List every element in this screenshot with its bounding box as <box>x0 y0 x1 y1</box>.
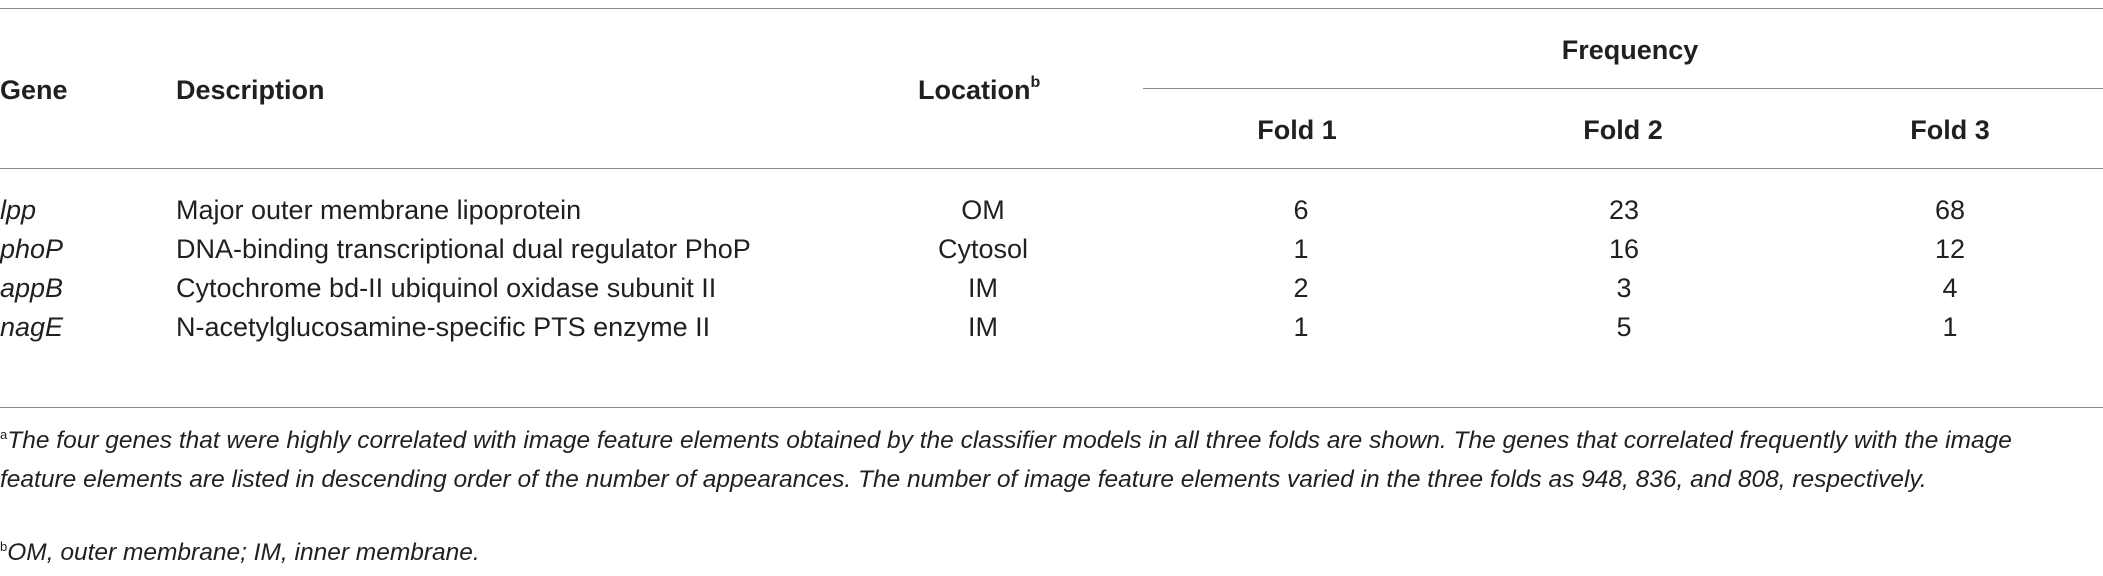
table-bottom-rule <box>0 407 2103 408</box>
cell-gene: phoP <box>0 234 64 264</box>
header-location-footnote-mark: b <box>1030 74 1041 91</box>
footnote-b: bOM, outer membrane; IM, inner membrane. <box>0 533 2090 572</box>
cell-description: N-acetylglucosamine-specific PTS enzyme … <box>176 312 711 342</box>
cell-fold-3: 4 <box>1942 273 1958 303</box>
header-description: Description <box>176 75 325 105</box>
cell-description: DNA-binding transcriptional dual regulat… <box>176 234 751 264</box>
footnote-b-mark: b <box>0 539 8 554</box>
header-gene: Gene <box>0 75 68 105</box>
cell-fold-3: 12 <box>1934 234 1966 264</box>
cell-fold-1: 2 <box>1293 273 1309 303</box>
cell-gene: nagE <box>0 312 64 342</box>
footnote-a-text: The four genes that were highly correlat… <box>0 427 2012 493</box>
header-location-label: Location <box>918 75 1031 105</box>
cell-location: Cytosol <box>937 234 1029 264</box>
footnote-a-mark: a <box>0 427 8 442</box>
cell-fold-2: 5 <box>1616 312 1632 342</box>
cell-fold-2: 3 <box>1616 273 1632 303</box>
cell-fold-3: 68 <box>1934 195 1966 225</box>
cell-fold-2: 23 <box>1608 195 1640 225</box>
header-fold-2: Fold 2 <box>1583 115 1663 145</box>
table-top-rule <box>0 8 2103 9</box>
footnote-a: aThe four genes that were highly correla… <box>0 421 2090 499</box>
cell-location: IM <box>968 273 998 303</box>
header-fold-1: Fold 1 <box>1257 115 1337 145</box>
footnote-b-text: OM, outer membrane; IM, inner membrane. <box>7 539 480 566</box>
frequency-rule <box>1143 88 2103 89</box>
cell-fold-1: 1 <box>1293 234 1309 264</box>
header-fold-3: Fold 3 <box>1910 115 1990 145</box>
cell-fold-3: 1 <box>1942 312 1958 342</box>
cell-gene: lpp <box>0 195 37 225</box>
cell-fold-1: 6 <box>1293 195 1309 225</box>
header-frequency: Frequency <box>1561 35 1699 65</box>
cell-location: IM <box>968 312 998 342</box>
cell-gene: appB <box>0 273 64 303</box>
header-bottom-rule <box>0 168 2103 169</box>
cell-fold-1: 1 <box>1293 312 1309 342</box>
cell-description: Cytochrome bd-II ubiquinol oxidase subun… <box>176 273 717 303</box>
cell-location: OM <box>961 195 1005 225</box>
cell-fold-2: 16 <box>1608 234 1640 264</box>
header-location: Locationb <box>918 74 1041 105</box>
cell-description: Major outer membrane lipoprotein <box>176 195 582 225</box>
